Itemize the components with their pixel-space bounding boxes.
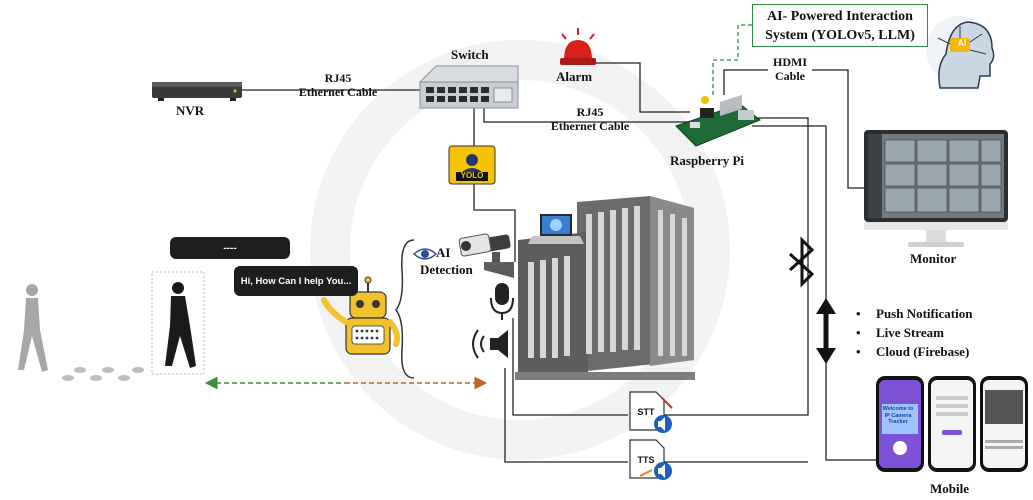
- edge-speaker-tts: [504, 368, 628, 463]
- footprints: [62, 367, 144, 381]
- mobile-welcome-line1: Welcome to: [882, 406, 914, 412]
- ai-system-line1: AI- Powered Interaction: [767, 9, 913, 24]
- stt-icon: [629, 391, 673, 433]
- eye-icon: [412, 248, 438, 260]
- edge-label-hdmi: HDMI Cable: [768, 55, 812, 84]
- mobile-features-list: •Push Notification •Live Stream •Cloud (…: [856, 306, 972, 363]
- speaker-icon: [472, 329, 508, 359]
- edge-pi-monitor: [723, 69, 864, 189]
- tts-icon: [629, 439, 672, 480]
- raspberry-pi-icon: [675, 94, 761, 147]
- nvr-icon: [152, 82, 242, 101]
- mobile-label: Mobile: [930, 481, 969, 496]
- edge-mic-stt: [512, 318, 628, 416]
- person-walking-gray: [18, 284, 48, 372]
- background-watermark: [310, 40, 730, 460]
- edge-pi-ai-system: [712, 24, 752, 95]
- edge-yolo-camera: [473, 184, 516, 262]
- edge-label-nvr-switch: RJ45 Ethernet Cable: [292, 71, 384, 100]
- edge-pi-stt: [663, 117, 809, 416]
- monitor-label: Monitor: [910, 251, 957, 266]
- raspberry-pi-label: Raspberry Pi: [670, 153, 745, 168]
- feature-live-stream: Live Stream: [876, 325, 944, 340]
- edge-label-nvr-switch-line1: RJ45: [324, 71, 352, 85]
- ai-head-icon: [926, 16, 995, 89]
- ai-system-box: AI- Powered Interaction System (YOLOv5, …: [752, 4, 928, 47]
- yolo-badge: [448, 145, 496, 185]
- robot-icon: [321, 276, 401, 355]
- switch-label: Switch: [451, 47, 489, 62]
- edge-label-switch-pi: RJ45 Ethernet Cable: [544, 105, 636, 134]
- edge-label-switch-pi-line1: RJ45: [576, 105, 604, 119]
- edge-label-switch-pi-line2: Ethernet Cable: [550, 118, 630, 133]
- edge-label-hdmi-line1: HDMI: [773, 55, 807, 69]
- feature-push-notification: Push Notification: [876, 306, 973, 321]
- user-speech-bubble: ----: [170, 237, 290, 259]
- robot-speech-bubble: Hi, How Can I help You...: [234, 266, 358, 296]
- detection-box: [151, 271, 205, 375]
- edge-alarm-pi: [596, 62, 690, 113]
- ai-system-line2: System (YOLOv5, LLM): [765, 28, 915, 43]
- feature-item: •Live Stream: [856, 325, 944, 340]
- edge-label-nvr-switch-line2: Ethernet Cable: [298, 84, 378, 99]
- edge-pi-mobile: [752, 125, 876, 461]
- curly-brace: [395, 239, 415, 379]
- nvr-label: NVR: [176, 103, 205, 118]
- ai-detection-label-line2: Detection: [420, 262, 473, 277]
- stt-label: STT: [637, 407, 655, 417]
- monitor-icon: [864, 130, 1008, 247]
- ai-detection-label-line1: AI: [436, 245, 451, 260]
- feature-item: •Push Notification: [856, 306, 973, 321]
- alarm-icon: [560, 28, 596, 65]
- edge-label-hdmi-line2: Cable: [775, 68, 805, 83]
- microphone-icon: [490, 283, 514, 320]
- cctv-camera-icon: [458, 233, 514, 278]
- mobile-phones: [876, 376, 1028, 472]
- feature-cloud-firebase: Cloud (Firebase): [876, 344, 970, 359]
- mobile-welcome-text: Welcome to IP Camera Tracker: [880, 406, 916, 426]
- mobile-welcome-line3: Tracker: [888, 419, 908, 426]
- ai-icon-text: AI: [957, 38, 967, 48]
- alarm-label: Alarm: [556, 69, 593, 84]
- mobile-welcome-line2: IP Camera: [884, 412, 912, 419]
- connection-lines: [242, 62, 876, 463]
- bidirectional-arrow: [816, 298, 836, 364]
- building-icon: [515, 196, 695, 380]
- switch-icon: [418, 65, 519, 109]
- yolo-badge-label: YOLO: [460, 171, 484, 180]
- feature-item: •Cloud (Firebase): [856, 344, 970, 359]
- tts-label: TTS: [637, 455, 655, 465]
- edge-switch-pi: [483, 108, 690, 123]
- bluetooth-icon: [788, 236, 815, 288]
- person-walking-black: [165, 282, 196, 368]
